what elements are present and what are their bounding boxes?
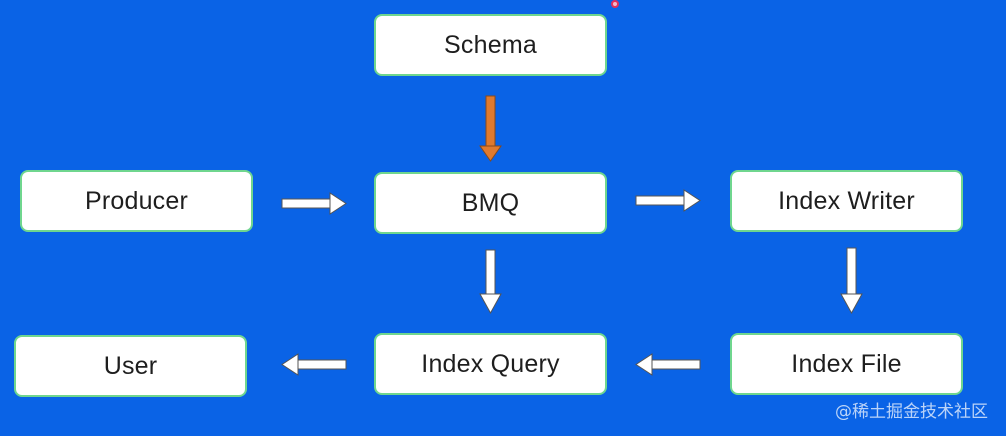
bmq-label: BMQ bbox=[461, 188, 520, 217]
arrow-index-query-to-user bbox=[281, 353, 347, 376]
index-query-node: Index Query bbox=[374, 333, 607, 395]
producer-node: Producer bbox=[20, 170, 253, 232]
index-writer-node: Index Writer bbox=[730, 170, 963, 232]
schema-label: Schema bbox=[444, 30, 537, 59]
schema-node: Schema bbox=[374, 14, 607, 76]
arrow-bmq-to-index-query bbox=[479, 249, 502, 315]
index-file-label: Index File bbox=[791, 349, 902, 378]
index-writer-label: Index Writer bbox=[778, 186, 915, 215]
arrow-index-file-to-index-query bbox=[635, 353, 701, 376]
arrow-schema-to-bmq bbox=[479, 95, 502, 162]
arrow-index-writer-to-index-file bbox=[840, 247, 863, 315]
user-label: User bbox=[103, 351, 158, 380]
index-query-label: Index Query bbox=[421, 349, 560, 378]
arrow-producer-to-bmq bbox=[281, 192, 347, 215]
producer-label: Producer bbox=[84, 186, 189, 215]
cursor-dot bbox=[611, 0, 619, 8]
watermark-text: @稀土掘金技术社区 bbox=[835, 402, 988, 422]
user-node: User bbox=[14, 335, 247, 397]
arrow-bmq-to-index-writer bbox=[635, 189, 701, 212]
bmq-node: BMQ bbox=[374, 172, 607, 234]
index-file-node: Index File bbox=[730, 333, 963, 395]
